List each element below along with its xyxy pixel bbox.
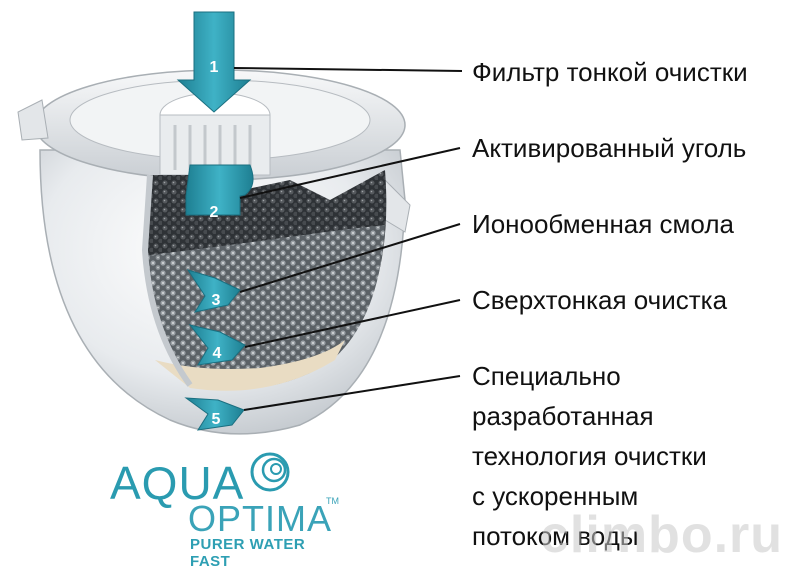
logo-word-aqua: AQUA [110, 457, 245, 509]
arrow-number-4: 4 [213, 345, 222, 362]
logo-trademark: TM [326, 496, 339, 506]
label-activated-carbon: Активированный уголь [472, 133, 747, 163]
flow-arrow-1: 1 [176, 11, 252, 113]
arrow-number-5: 5 [212, 411, 221, 428]
leader-line-5 [243, 375, 461, 411]
flow-arrow-5: 5 [184, 397, 245, 431]
label-ion-exchange-resin: Ионообменная смола [472, 209, 734, 239]
leader-line-1 [233, 67, 463, 72]
leader-line-3 [239, 223, 461, 293]
arrow-number-1: 1 [210, 59, 219, 76]
leader-lines [233, 67, 463, 411]
flow-arrow-4: 4 [188, 324, 246, 366]
logo-rings-icon [250, 452, 290, 492]
leader-line-4 [244, 299, 461, 348]
logo-tagline: PURER WATER FAST [190, 536, 306, 570]
label-fast-flow-technology: Специально разработанная технология очис… [472, 356, 707, 556]
label-5-line-1: Специально [472, 361, 621, 391]
label-5-line-5: потоком воды [472, 521, 639, 551]
label-5-line-3: технология очистки [472, 441, 707, 471]
logo-word-optima: OPTIMA [188, 498, 333, 539]
flow-arrow-2: 2 [185, 164, 254, 221]
arrow-number-3: 3 [212, 292, 221, 309]
watermark: climbo.ru [540, 506, 784, 564]
leader-line-2 [239, 147, 461, 199]
flow-arrow-3: 3 [186, 269, 241, 313]
label-fine-filter: Фильтр тонкой очистки [472, 57, 748, 87]
label-ultrafine-filtration: Сверхтонкая очистка [472, 285, 728, 315]
label-5-line-4: с ускоренным [472, 481, 639, 511]
aqua-optima-logo: AQUA OPTIMA TM PURER WATER FAST [110, 452, 340, 570]
arrow-number-2: 2 [210, 204, 219, 221]
label-5-line-2: разработанная [472, 401, 654, 431]
